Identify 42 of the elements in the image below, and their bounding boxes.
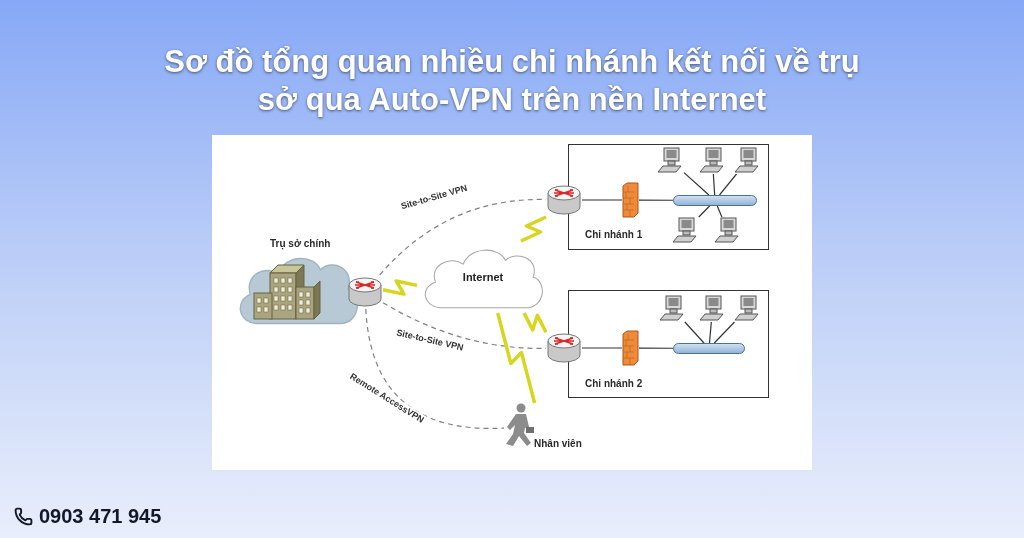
phone-number: 0903 471 945 [39,505,162,528]
firewall-icon [621,182,639,217]
router-icon [546,331,582,365]
cable-line [581,347,623,349]
cable-line [638,347,674,349]
cable-line [716,205,723,218]
computer-icon [656,146,684,174]
lightning-link [496,312,537,404]
node-label: Nhân viên [534,438,582,449]
cable-line [581,199,623,201]
computer-icon [698,146,726,174]
cable-line [712,173,716,196]
router-icon [546,183,582,217]
computer-icon [733,146,761,174]
network-bus-bar [672,342,745,354]
cable-line [638,199,674,201]
dashed-connector [365,308,505,429]
cable-line [713,321,736,344]
cable-line [684,321,705,344]
branch-box [568,144,769,250]
computer-icon [671,216,699,244]
branch-box [568,290,769,398]
cable-line [683,172,710,196]
node-label: Chi nhánh 1 [585,229,643,240]
title: Sơ đồ tổng quan nhiều chi nhánh kết nối về trụ sở qua Auto-VPN trên nền Internet [163,43,861,119]
node-label: Chi nhánh 2 [585,378,643,389]
cable-line [698,205,711,218]
node-heading: Trụ sở chính [270,238,331,249]
computer-icon [698,294,726,322]
lightning-link [522,312,548,333]
node-label: Internet [462,271,504,283]
cable-line [708,321,712,344]
dashed-connector [382,302,547,349]
computer-icon [713,216,741,244]
cable-line [718,173,738,196]
firewall-icon [621,330,639,365]
lightning-link [520,215,547,243]
router-icon [347,275,383,309]
network-bus-bar [672,194,757,206]
computer-icon [658,294,686,322]
computer-icon [733,294,761,322]
lightning-link [382,279,418,296]
